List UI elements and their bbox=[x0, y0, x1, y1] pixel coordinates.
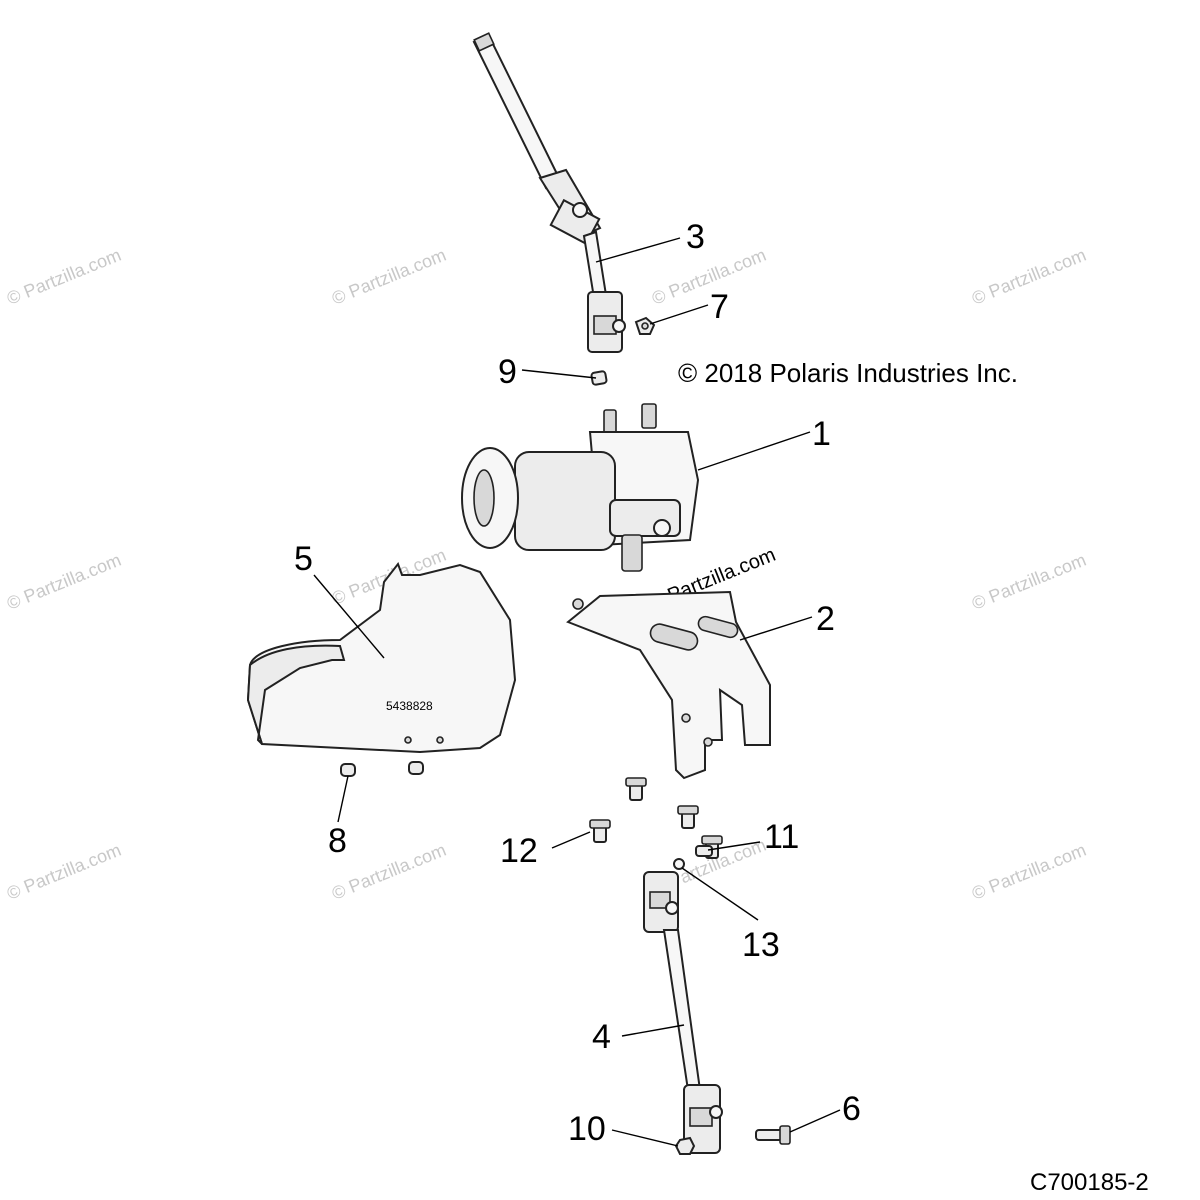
watermarks: © Partzilla.com © Partzilla.com © Partzi… bbox=[4, 245, 1089, 904]
heat-shield-part-number: 5438828 bbox=[386, 699, 433, 713]
watermark: © Partzilla.com bbox=[329, 840, 449, 904]
callout-5: 5 bbox=[294, 540, 313, 578]
callout-11: 11 bbox=[764, 818, 799, 856]
callout-8: 8 bbox=[328, 822, 347, 860]
clip-nuts bbox=[340, 761, 424, 777]
callout-2: 2 bbox=[816, 600, 835, 638]
callouts: 3 7 9 1 2 5 8 12 11 13 4 6 10 bbox=[294, 218, 861, 1148]
upper-steering-shaft bbox=[472, 32, 626, 353]
watermark: © Partzilla.com bbox=[969, 550, 1089, 614]
callout-3: 3 bbox=[686, 218, 705, 256]
watermark: © Partzilla.com bbox=[969, 245, 1089, 309]
copyright-notice: © 2018 Polaris Industries Inc. bbox=[678, 358, 1018, 388]
bracket-bolts bbox=[589, 777, 723, 859]
callout-13: 13 bbox=[742, 926, 780, 964]
callout-9: 9 bbox=[498, 353, 517, 391]
watermark: © Partzilla.com bbox=[969, 840, 1089, 904]
watermark: © Partzilla.com bbox=[649, 245, 769, 309]
watermark: © Partzilla.com bbox=[4, 550, 124, 614]
hardware-upper bbox=[590, 316, 656, 386]
watermark: © Partzilla.com bbox=[329, 245, 449, 309]
callout-4: 4 bbox=[592, 1018, 611, 1056]
heat-shield: 5438828 bbox=[246, 561, 517, 754]
callout-12: 12 bbox=[500, 832, 538, 870]
callout-6: 6 bbox=[842, 1090, 861, 1128]
hardware-bottom bbox=[674, 1125, 791, 1155]
lower-steering-shaft bbox=[643, 871, 723, 1154]
callout-7: 7 bbox=[710, 288, 729, 326]
callout-1: 1 bbox=[812, 415, 831, 453]
callout-10: 10 bbox=[568, 1110, 606, 1148]
power-steering-unit bbox=[461, 403, 700, 572]
hardware-lower bbox=[673, 845, 713, 870]
leader-lines bbox=[313, 237, 841, 1147]
mounting-bracket bbox=[566, 590, 771, 780]
watermark: © Partzilla.com bbox=[4, 840, 124, 904]
watermark: © Partzilla.com bbox=[4, 245, 124, 309]
diagram-code: C700185-2 bbox=[1030, 1169, 1149, 1196]
